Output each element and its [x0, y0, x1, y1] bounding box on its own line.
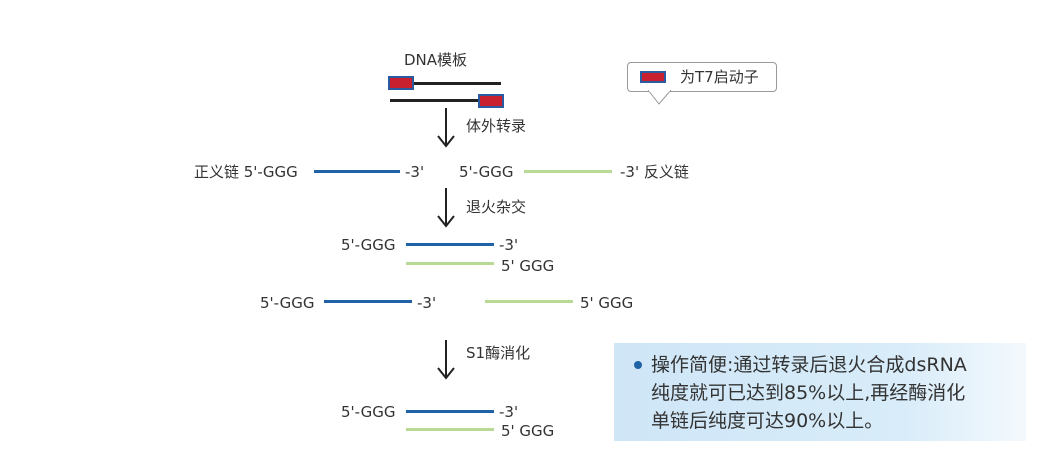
step-s1-digestion: S1酶消化	[466, 344, 531, 362]
t7-promoter-top	[388, 76, 414, 90]
final-sense-strand	[406, 410, 494, 413]
final-five-prime: 5'-GGG	[341, 403, 396, 421]
legend-callout: 为T7启动子	[627, 62, 777, 92]
ss-antisense-strand	[485, 300, 573, 303]
antisense-strand	[524, 170, 612, 173]
legend-label: 为T7启动子	[680, 68, 759, 86]
final-antisense-strand	[406, 428, 494, 431]
step-annealing: 退火杂交	[466, 198, 527, 216]
ss-sense-five-prime: 5'-GGG	[260, 294, 315, 312]
dna-template-label: DNA模板	[404, 51, 468, 69]
note-line: 操作简便:通过转录后退火合成dsRNA	[651, 354, 967, 376]
final-five-prime-ggg: 5' GGG	[501, 422, 555, 440]
note-line: 纯度就可已达到85%以上,再经酶消化	[651, 382, 966, 404]
feature-note: 操作简便:通过转录后退火合成dsRNA 纯度就可已达到85%以上,再经酶消化 单…	[614, 343, 1026, 441]
duplex-antisense-strand	[406, 262, 494, 265]
down-arrow-icon	[437, 108, 455, 148]
ss-sense-three-prime: -3'	[417, 294, 437, 312]
sense-strand-label: 正义链 5'-GGG	[194, 163, 298, 181]
sense-three-prime: -3'	[405, 163, 425, 181]
legend-callout-tail	[647, 90, 672, 105]
legend-promoter-swatch	[640, 71, 666, 83]
bullet-icon	[634, 361, 642, 369]
step-in-vitro-transcription: 体外转录	[466, 117, 527, 135]
ss-sense-strand	[324, 300, 412, 303]
ss-antisense-five-prime-ggg: 5' GGG	[580, 294, 634, 312]
note-line: 单链后纯度可达90%以上。	[651, 410, 884, 432]
t7-promoter-bottom	[478, 94, 504, 108]
duplex-sense-strand	[406, 243, 494, 246]
template-strand-top	[388, 82, 501, 85]
note-text: 操作简便:通过转录后退火合成dsRNA 纯度就可已达到85%以上,再经酶消化 单…	[651, 351, 967, 435]
antisense-strand-label: -3' 反义链	[620, 163, 689, 181]
antisense-five-prime: 5'-GGG	[459, 163, 514, 181]
final-three-prime: -3'	[499, 403, 519, 421]
duplex-five-prime: 5'-GGG	[341, 236, 396, 254]
sense-strand	[314, 170, 400, 173]
duplex-three-prime: -3'	[499, 236, 519, 254]
down-arrow-icon	[437, 340, 455, 380]
duplex-five-prime-ggg: 5' GGG	[501, 257, 555, 275]
template-strand-bottom	[390, 99, 503, 102]
down-arrow-icon	[437, 188, 455, 228]
